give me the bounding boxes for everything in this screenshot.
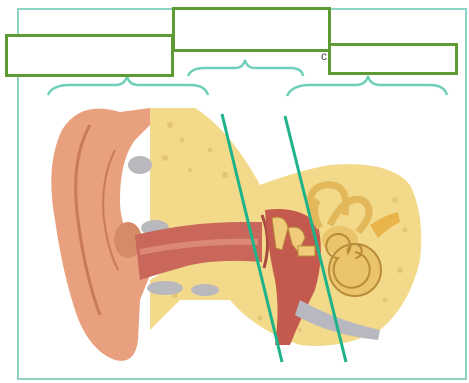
stapes: [298, 246, 315, 256]
middle-ear-label-box[interactable]: [172, 7, 331, 52]
inner-ear-brace: [287, 76, 447, 96]
middle-ear-brace: [188, 60, 303, 76]
outer-ear-brace: [48, 76, 208, 95]
inner-ear-label-box[interactable]: [328, 43, 458, 75]
outer-ear-label-box[interactable]: [5, 34, 174, 77]
